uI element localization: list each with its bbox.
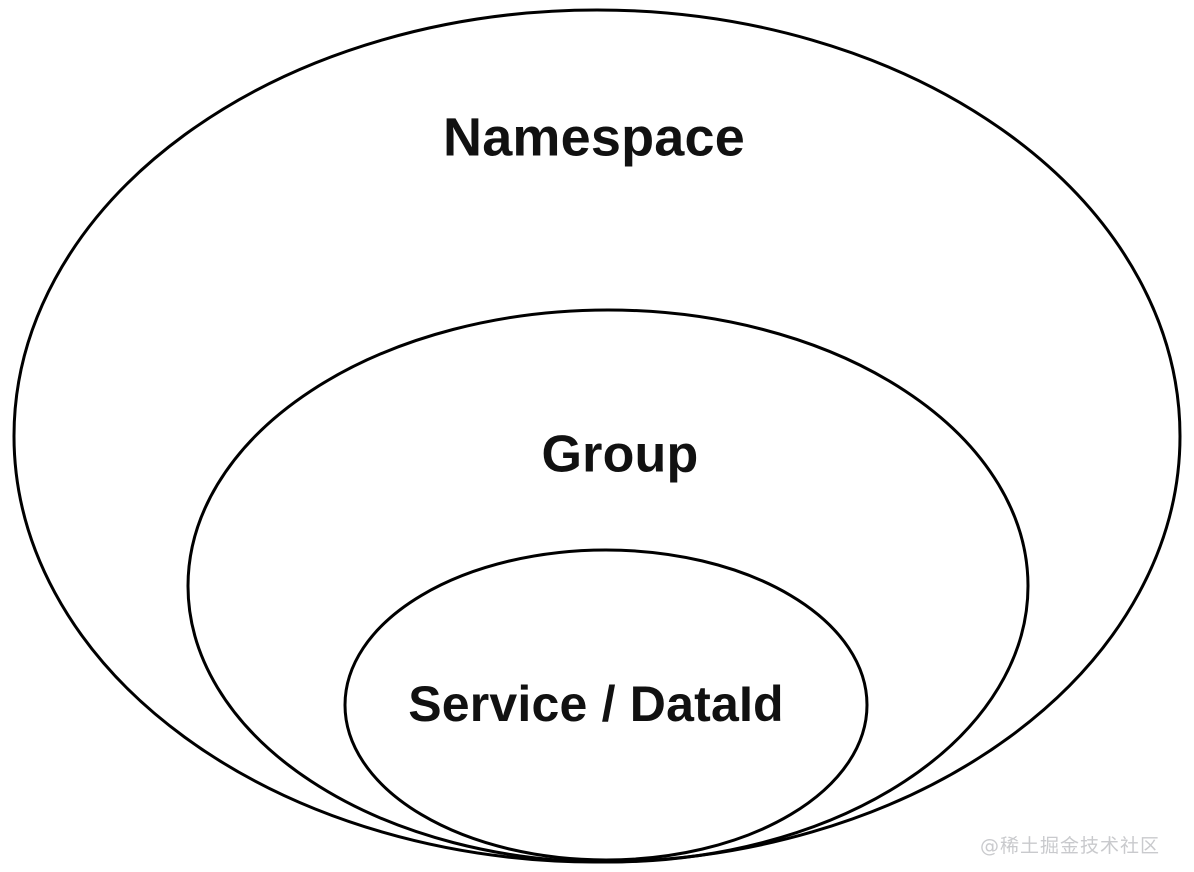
ellipse-service-dataid[interactable] xyxy=(343,548,869,862)
ellipse-group[interactable] xyxy=(186,308,1030,864)
label-group: Group xyxy=(542,426,699,484)
label-namespace: Namespace xyxy=(443,107,745,167)
label-service-dataid: Service / DataId xyxy=(408,676,784,732)
watermark: @稀土掘金技术社区 xyxy=(979,835,1160,857)
